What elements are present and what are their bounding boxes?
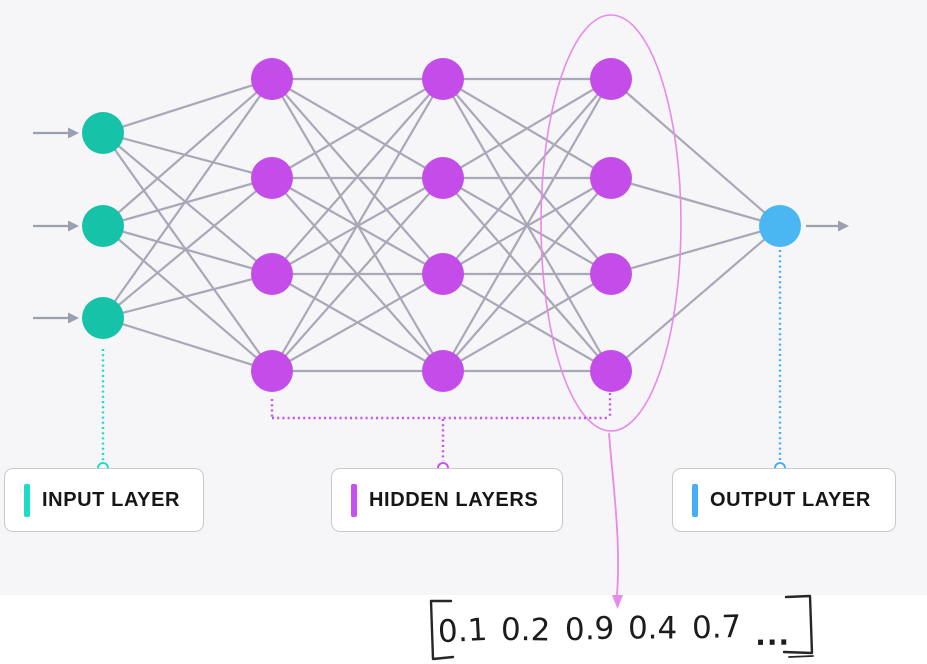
- hidden-1-node: [251, 157, 293, 199]
- edge-line: [610, 224, 781, 276]
- hidden-1-node: [251, 350, 293, 392]
- legend-card-input-layer: INPUT LAYER: [4, 468, 204, 532]
- edge-line: [102, 225, 273, 372]
- input-layer-label: INPUT LAYER: [42, 488, 181, 511]
- edge-line: [610, 78, 781, 227]
- output-values-row: 0.1 0.2 0.9 0.4 0.7 ...: [437, 600, 791, 659]
- hidden-1-node: [251, 58, 293, 100]
- output-accent-bar: [692, 483, 698, 517]
- hidden-3-node: [590, 58, 632, 100]
- edge-line: [102, 316, 273, 373]
- edge-line: [102, 224, 273, 276]
- hidden-3-node: [590, 350, 632, 392]
- edge-line: [102, 77, 273, 135]
- edge-line: [271, 78, 444, 372]
- edge-line: [271, 177, 444, 372]
- output-value: 0.2: [501, 611, 551, 649]
- edge-line: [442, 78, 612, 179]
- hidden-2-node: [422, 157, 464, 199]
- ellipse-to-values-arrow: [608, 432, 619, 596]
- ellipsis-value: ...: [754, 618, 791, 653]
- hidden-2-node: [422, 253, 464, 295]
- edge-line: [102, 177, 273, 319]
- edge-line: [102, 78, 273, 227]
- hidden-accent-bar: [351, 483, 357, 517]
- legend-card-hidden-layers: HIDDEN LAYERS: [331, 468, 563, 532]
- output-value: 0.4: [628, 610, 678, 647]
- edge-line: [102, 272, 273, 320]
- input-arrowhead-icon: [68, 127, 79, 139]
- hidden-2-node: [422, 350, 464, 392]
- edge-line: [442, 78, 612, 372]
- edge-line: [102, 131, 273, 180]
- edge-line: [610, 176, 781, 228]
- input-arrowhead-icon: [68, 312, 79, 324]
- edge-line: [442, 273, 612, 372]
- hidden-layer-highlight-ellipse: [540, 14, 682, 432]
- input-accent-bar: [24, 483, 30, 517]
- hidden-1-node: [251, 253, 293, 295]
- hidden-3-node: [590, 253, 632, 295]
- hidden-3-node: [590, 157, 632, 199]
- right-bracket: [782, 594, 814, 655]
- input-arrowhead-icon: [68, 220, 79, 232]
- edge-line: [102, 78, 273, 319]
- hidden-2-node: [422, 58, 464, 100]
- output-node: [759, 205, 801, 247]
- output-value: 0.9: [564, 610, 615, 649]
- edge-line: [102, 176, 273, 228]
- input-node: [82, 205, 124, 247]
- edge-line: [271, 273, 444, 372]
- output-arrowhead-icon: [838, 220, 849, 232]
- ellipse-arrowhead-icon: [612, 595, 623, 609]
- hidden-layers-label: HIDDEN LAYERS: [369, 488, 539, 511]
- input-node: [82, 297, 124, 339]
- edge-line: [271, 78, 444, 179]
- edge-line: [102, 132, 273, 275]
- right-bracket-sketch-stroke: [788, 655, 814, 658]
- output-value: 0.1: [437, 611, 489, 651]
- edge-line: [442, 177, 612, 372]
- edge-line: [102, 132, 273, 372]
- edge-line: [442, 78, 612, 275]
- legend-card-output-layer: OUTPUT LAYER: [672, 468, 896, 532]
- output-value: 0.7: [691, 608, 742, 647]
- edge-line: [610, 225, 781, 372]
- output-layer-label: OUTPUT LAYER: [710, 488, 871, 511]
- left-bracket: [429, 599, 455, 661]
- input-node: [82, 112, 124, 154]
- output-values-panel: [0, 595, 927, 664]
- edge-line: [271, 78, 444, 275]
